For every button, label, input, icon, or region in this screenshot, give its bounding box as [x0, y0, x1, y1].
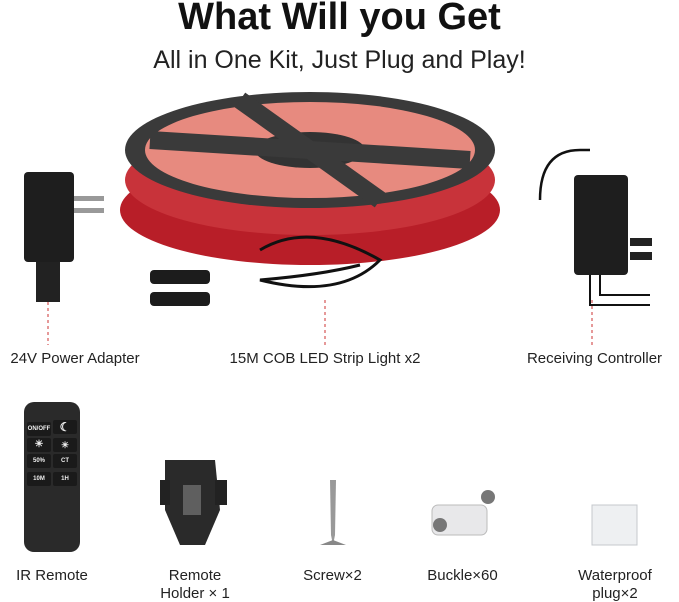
- label-led-strip: 15M COB LED Strip Light x2: [229, 350, 421, 367]
- label-remote-holder: Remote Holder × 1: [140, 567, 250, 602]
- page-title: What Will you Get: [178, 0, 501, 38]
- label-line: Holder × 1: [160, 585, 230, 602]
- moon-icon: ☾: [53, 420, 77, 434]
- receiving-controller-image: [538, 148, 652, 345]
- power-adapter-image: [24, 172, 104, 345]
- label-buckle: Buckle×60: [427, 567, 498, 584]
- page-subtitle: All in One Kit, Just Plug and Play!: [153, 46, 526, 74]
- label-line: plug×2: [592, 585, 638, 602]
- label-screw: Screw×2: [303, 567, 362, 584]
- remote-10m-button: 10M: [27, 472, 51, 486]
- ir-remote-image: ON/OFF ☾ ☀ ☀ 50% CT 10M 1H: [24, 402, 80, 552]
- sun-dim-icon: ☀: [53, 438, 77, 452]
- remote-50-button: 50%: [27, 454, 51, 468]
- screw-image: [320, 480, 346, 545]
- sun-bright-icon: ☀: [27, 438, 51, 452]
- label-line: Waterproof: [578, 567, 652, 584]
- waterproof-plug-image: [591, 504, 638, 546]
- label-waterproof-plug: Waterproof plug×2: [560, 567, 670, 602]
- remote-onoff-button: ON/OFF: [27, 422, 51, 436]
- remote-1h-button: 1H: [53, 472, 77, 486]
- label-power-adapter: 24V Power Adapter: [10, 350, 140, 367]
- remote-ct-button: CT: [53, 454, 77, 468]
- label-line: Remote: [168, 567, 222, 584]
- label-ir-remote: IR Remote: [16, 567, 88, 584]
- buckle-image: [431, 490, 495, 536]
- remote-holder-image: [160, 460, 227, 545]
- led-strip-reels-image: [120, 92, 500, 345]
- label-controller: Receiving Controller: [526, 350, 663, 367]
